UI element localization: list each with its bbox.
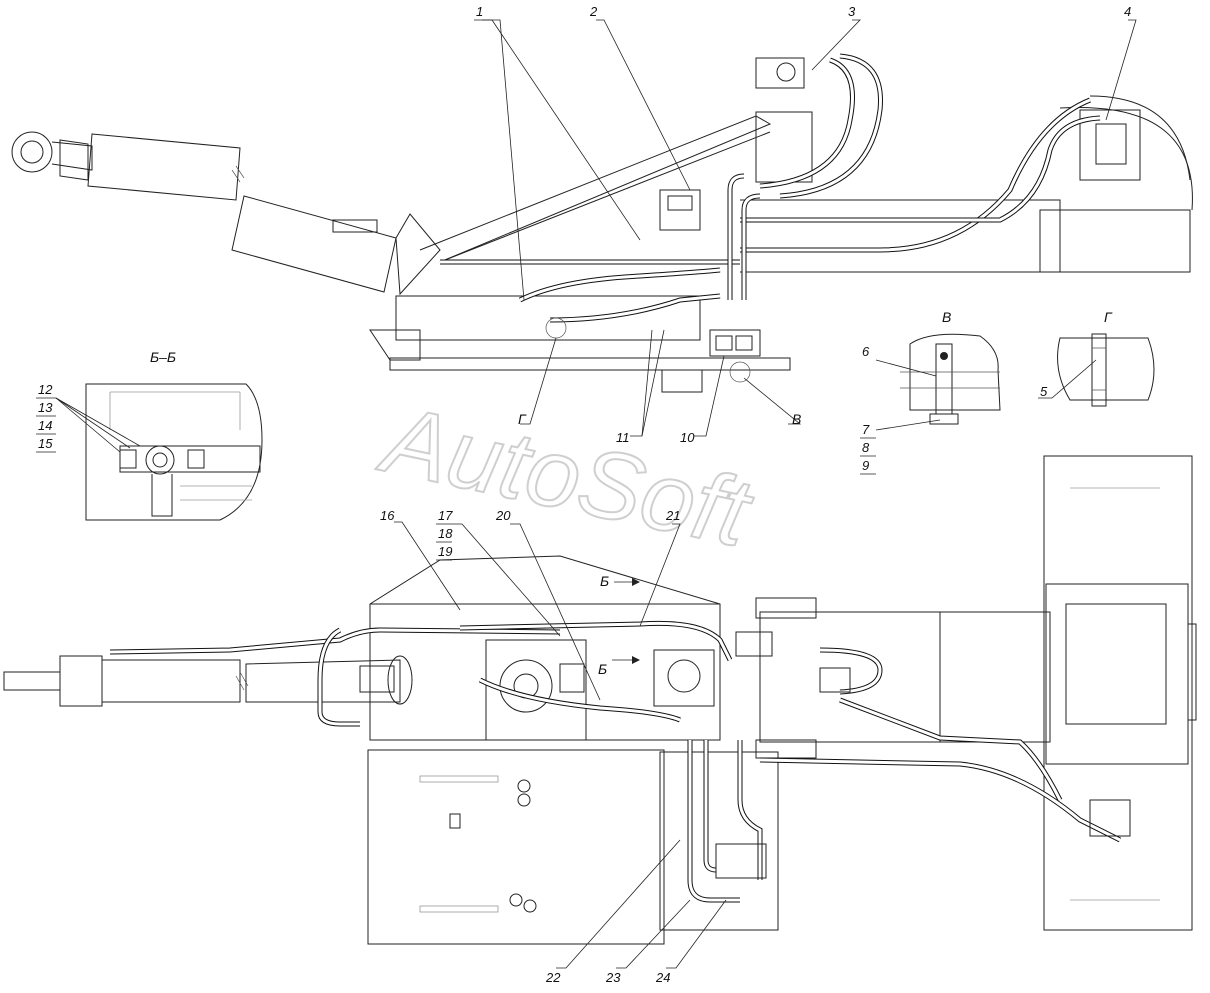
callout-14: 14	[38, 418, 52, 433]
detail-v-title: В	[942, 309, 951, 325]
callout-numbers: 1 2 3 4 5 6 7 8 9 10 11 12 13 14 15 16 1…	[38, 4, 1131, 985]
section-labels: Б–Б В Г В Г Б Б	[150, 309, 1113, 677]
callout-15: 15	[38, 436, 53, 451]
callout-9: 9	[862, 458, 869, 473]
watermark: AutoSoft	[370, 384, 763, 569]
section-b-arrow-bottom: Б	[598, 661, 607, 677]
callout-10: 10	[680, 430, 695, 445]
side-view	[11, 53, 1193, 393]
boom-frame	[369, 95, 1193, 371]
hoses-top	[440, 53, 1101, 323]
callout-20: 20	[495, 508, 511, 523]
valve-block-top	[659, 57, 805, 393]
callout-22: 22	[545, 970, 561, 985]
section-bb-title: Б–Б	[150, 349, 176, 365]
detail-g-marker: Г	[518, 411, 527, 427]
callout-7: 7	[862, 422, 870, 437]
callout-19: 19	[438, 544, 452, 559]
section-bb-detail	[85, 383, 263, 521]
callout-24: 24	[655, 970, 670, 985]
detail-v	[900, 333, 1001, 425]
detail-v-marker: В	[792, 411, 801, 427]
callout-16: 16	[380, 508, 395, 523]
section-arrow-top-head-icon	[632, 578, 640, 586]
callout-17: 17	[438, 508, 453, 523]
callout-12: 12	[38, 382, 53, 397]
callout-21: 21	[665, 508, 680, 523]
callout-3: 3	[848, 4, 856, 19]
section-arrow-bottom-head-icon	[632, 656, 640, 664]
callout-8: 8	[862, 440, 870, 455]
callout-1: 1	[476, 4, 483, 19]
callout-5: 5	[1040, 384, 1048, 399]
section-b-arrow-top: Б	[600, 573, 609, 589]
callout-underlines	[36, 19, 876, 561]
callout-13: 13	[38, 400, 53, 415]
callout-11: 11	[616, 430, 630, 445]
watermark-text: AutoSoft	[371, 385, 762, 568]
callout-23: 23	[605, 970, 621, 985]
detail-g-title: Г	[1104, 309, 1113, 325]
plan-view	[3, 455, 1197, 945]
hydraulic-cylinder-top	[11, 131, 441, 296]
callout-4: 4	[1124, 4, 1131, 19]
callout-18: 18	[438, 526, 453, 541]
callout-6: 6	[862, 344, 870, 359]
callout-2: 2	[589, 4, 598, 19]
detail-g	[1057, 333, 1155, 407]
